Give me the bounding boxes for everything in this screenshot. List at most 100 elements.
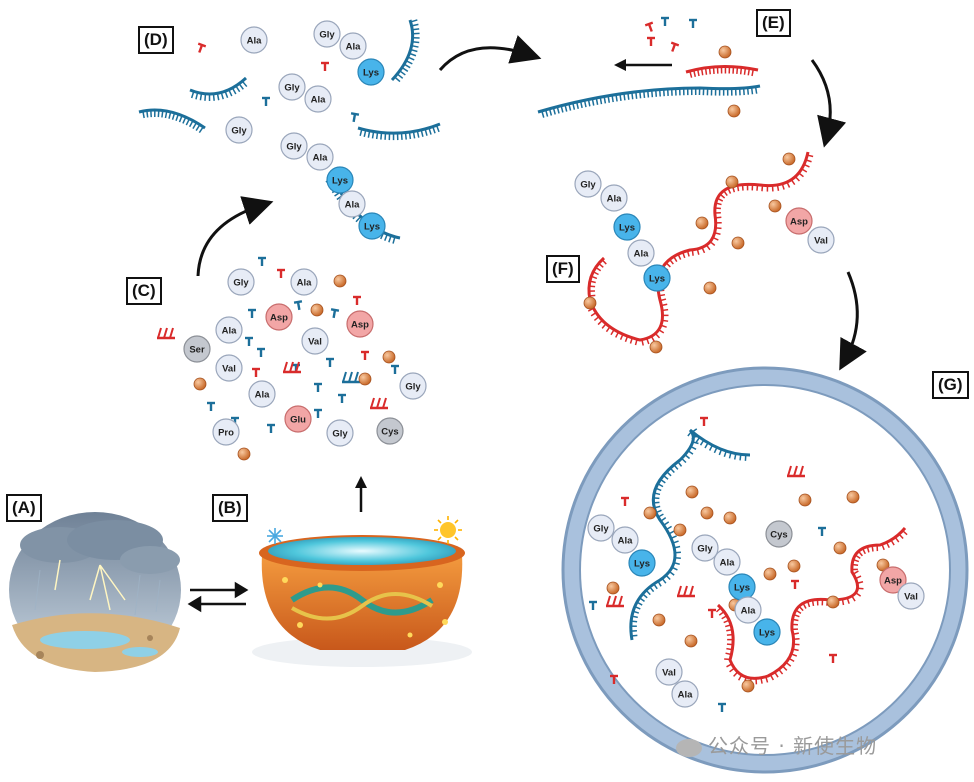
metal-ion [731,236,745,250]
base-tooth [643,90,646,98]
nucleotide-monomer [791,579,799,589]
base-tooth [852,558,860,563]
short-oligomer [787,465,805,478]
base-tooth [718,449,723,456]
base-tooth [619,333,624,341]
amino-acid-label: Lys [364,222,380,233]
base-tooth [410,19,418,23]
base-tooth [774,671,779,678]
amino-acid-label: Lys [759,628,775,639]
amino-acid-label: Ala [222,326,238,337]
amino-acid-bead-glu: Glu [284,405,312,433]
nucleotide-monomer [621,496,629,506]
amino-acid-label: Asp [884,576,902,587]
base-tooth [733,453,737,460]
base-tooth [726,663,733,668]
base-tooth [192,122,198,130]
base-tooth [689,70,693,78]
base-tooth [708,444,714,451]
panel-label-a: (A) [6,494,42,522]
base-tooth [709,241,716,247]
base-tooth [658,293,666,297]
base-tooth [714,207,721,210]
base-tooth [411,44,419,48]
base-tooth [746,87,750,95]
base-tooth [761,185,764,192]
amino-acid-label: Lys [734,583,750,594]
panel-label-f: (F) [546,255,580,283]
base-tooth [687,450,694,455]
base-tooth [806,600,811,608]
base-tooth [190,91,195,99]
amino-acid-label: Ala [720,558,736,569]
amino-acid-bead-ala: Ala [215,316,243,344]
nucleotide-monomer [262,96,270,106]
amino-acid-label: Ala [618,536,634,547]
nucleotide-monomer [248,308,256,318]
amino-acid-bead-gly: Gly [574,170,602,198]
base-tooth [801,168,808,173]
metal-ion [643,506,657,520]
base-tooth [662,319,669,322]
amino-acid-bead-gly: Gly [399,372,427,400]
base-tooth [802,602,807,609]
metal-ion [723,511,737,525]
base-tooth [583,100,587,108]
amino-acid-bead-gly: Gly [587,514,615,542]
nucleotide-monomer [689,18,697,28]
base-tooth [854,554,861,560]
base-tooth [409,52,417,57]
metal-ion [649,340,663,354]
nucleotide-monomer [391,364,399,374]
nucleotide-monomer [258,256,266,266]
amino-acid-label: Lys [634,559,650,570]
base-tooth [723,190,728,197]
base-tooth [575,101,579,109]
panel-label-d: (D) [138,26,174,54]
base-tooth [866,546,870,553]
amino-acid-label: Ala [255,390,271,401]
base-tooth [590,275,598,280]
amino-acid-bead-val: Val [215,354,243,382]
watermark-text: 公众号 · 新使生物 [708,734,878,758]
amino-acid-label: Ala [346,42,362,53]
base-tooth [715,202,722,206]
base-tooth [790,179,796,186]
base-tooth [726,647,733,651]
base-tooth [598,262,604,268]
protocell-membrane [561,366,969,774]
base-tooth [428,127,432,135]
base-tooth [615,94,618,102]
base-tooth [691,428,698,433]
base-tooth [634,605,641,610]
base-tooth [693,69,697,77]
base-tooth [599,97,603,105]
base-tooth [388,235,392,243]
base-tooth [719,193,726,199]
base-tooth [811,599,815,607]
base-tooth [654,505,661,509]
short-oligomer [342,371,360,384]
base-tooth [795,609,802,615]
amino-acid-label: Ala [741,606,757,617]
metal-ion [700,506,714,520]
chat-bubble-icon [676,738,702,757]
base-tooth [635,91,638,99]
base-tooth [669,467,675,474]
amino-acid-label: Ala [247,36,263,47]
base-tooth [894,536,900,543]
amino-acid-bead-gly: Gly [280,132,308,160]
base-tooth [403,63,411,69]
base-tooth [729,667,735,673]
base-tooth [235,85,241,93]
metal-ion [826,595,840,609]
base-tooth [185,118,191,126]
base-tooth [743,67,747,75]
base-tooth [220,92,224,100]
metal-ion [193,377,207,391]
metal-ion [798,493,812,507]
base-tooth [146,110,149,118]
amino-acid-bead-val: Val [897,582,925,610]
base-tooth [572,102,576,110]
amino-acid-label: Gly [332,429,348,440]
